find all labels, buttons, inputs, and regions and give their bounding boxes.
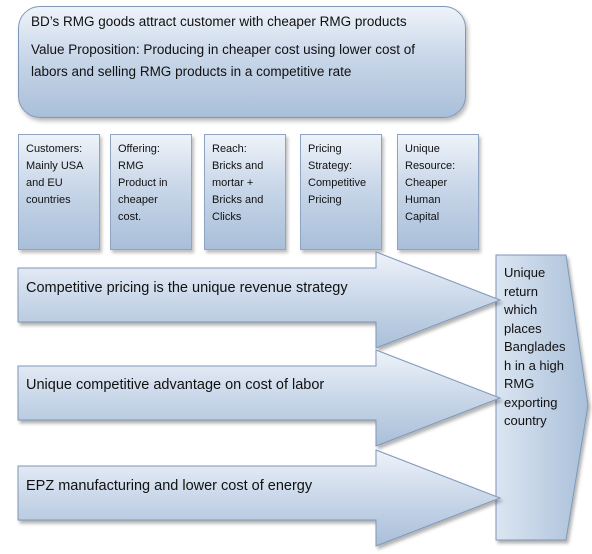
unique-resource-card: Unique Resource: Cheaper Human Capital [397, 134, 479, 250]
arrow-2 [17, 349, 502, 447]
result-arrow [495, 254, 589, 541]
result-text: Unique return which places Banglades h i… [504, 265, 566, 428]
arrow-3-label: EPZ manufacturing and lower cost of ener… [26, 478, 313, 494]
offering-card: Offering: RMG Product in cheaper cost. [110, 134, 192, 250]
reach-card: Reach: Bricks and mortar + Bricks and Cl… [204, 134, 286, 250]
arrow-2-label: Unique competitive advantage on cost of … [26, 377, 325, 393]
value-proposition-box: BD’s RMG goods attract customer with che… [18, 6, 466, 118]
header-title: BD’s RMG goods attract customer with che… [31, 14, 407, 29]
arrow-1-label: Competitive pricing is the unique revenu… [26, 280, 348, 296]
value-proposition-text: Value Proposition: Producing in cheaper … [31, 42, 415, 79]
customers-card: Customers: Mainly USA and EU countries [18, 134, 100, 250]
pricing-strategy-card: Pricing Strategy: Competitive Pricing [300, 134, 382, 250]
arrow-1 [17, 251, 502, 349]
arrow-3 [17, 449, 502, 547]
